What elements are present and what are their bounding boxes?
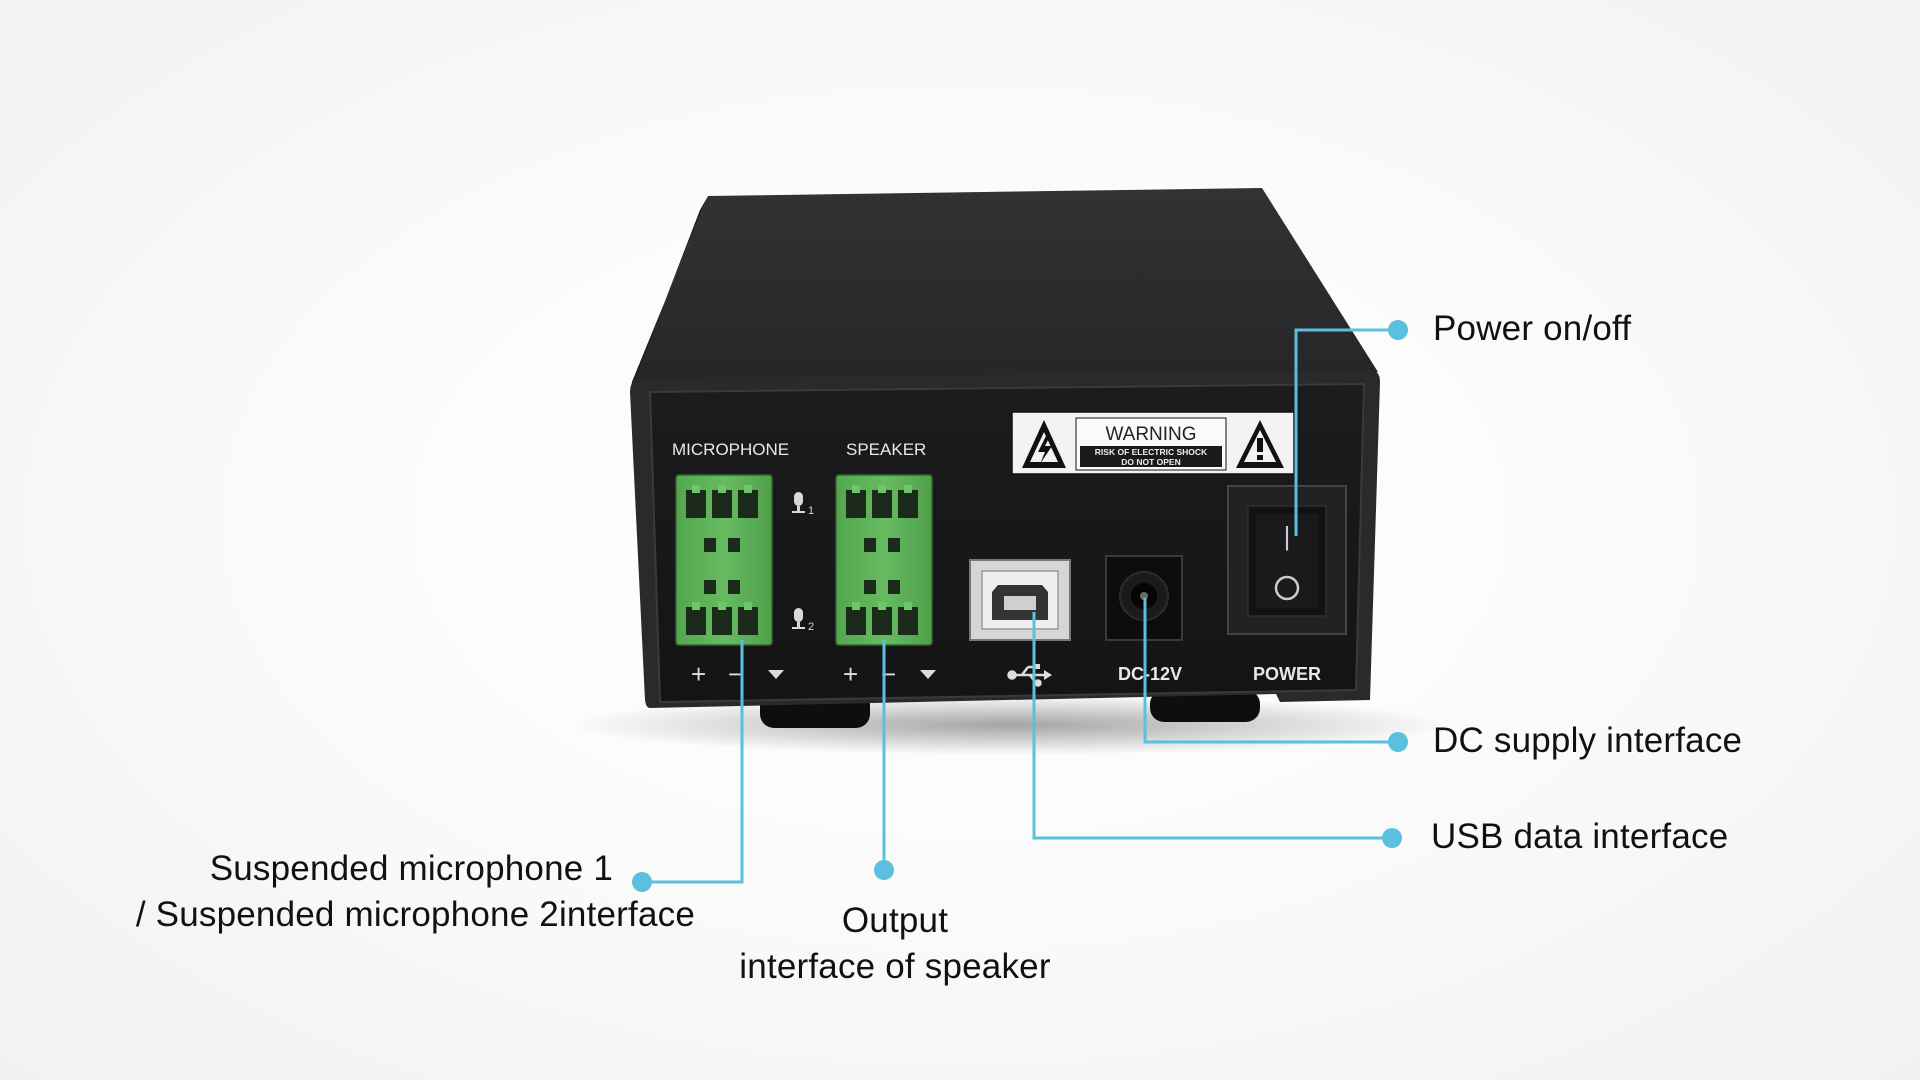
- callout-dot-dc: [1388, 732, 1408, 752]
- speaker-section-label: SPEAKER: [846, 440, 926, 459]
- callout-line-mic: [642, 640, 744, 884]
- callout-line-usb: [1032, 612, 1392, 840]
- callout-line-power: [1294, 328, 1398, 536]
- callout-dot-speaker: [874, 860, 894, 880]
- callout-dot-power: [1388, 320, 1408, 340]
- warning-title: WARNING: [1105, 424, 1196, 445]
- callout-label-mic: Suspended microphone 1 / Suspended micro…: [130, 846, 695, 938]
- callout-line-dc: [1143, 598, 1398, 744]
- callout-label-mic-line-2: / Suspended microphone 2interface: [135, 895, 695, 934]
- callout-label-dc: DC supply interface: [1433, 721, 1743, 760]
- mic-1-index: 1: [808, 505, 814, 517]
- callout-label-mic-line-1: Suspended microphone 1: [209, 849, 613, 888]
- mic-plus-mark: +: [691, 659, 706, 689]
- power-switch-on-mark: |: [1284, 521, 1291, 551]
- speaker-ground-icon: [920, 670, 936, 679]
- mic-minus-mark: −: [728, 659, 743, 689]
- microphone-section-label: MICROPHONE: [672, 440, 789, 459]
- mic-1-icon: [792, 492, 805, 513]
- mic-2-index: 2: [808, 621, 814, 633]
- power-switch-off-mark: [1274, 575, 1300, 601]
- warning-line-1: RISK OF ELECTRIC SHOCK: [1095, 447, 1208, 457]
- callout-dot-mic: [632, 872, 652, 892]
- usb-port[interactable]: [969, 559, 1071, 641]
- callout-label-speaker-line-2: interface of speaker: [739, 947, 1051, 986]
- mic-ground-icon: [768, 670, 784, 679]
- warning-line-2: DO NOT OPEN: [1121, 457, 1181, 467]
- callout-label-speaker: Output interface of speaker: [700, 898, 1090, 990]
- callout-dot-usb: [1382, 828, 1402, 848]
- microphone-terminal-block[interactable]: [675, 474, 773, 646]
- speaker-terminal-block[interactable]: [835, 474, 933, 646]
- callout-label-power: Power on/off: [1433, 309, 1632, 348]
- callout-label-speaker-line-1: Output: [841, 901, 949, 940]
- dc-label: DC-12V: [1118, 664, 1182, 684]
- housing-top: [632, 188, 1378, 382]
- mic-2-icon: [792, 608, 805, 629]
- power-switch[interactable]: [1227, 485, 1347, 635]
- speaker-plus-mark: +: [843, 659, 858, 689]
- power-label: POWER: [1253, 664, 1321, 684]
- callout-label-usb: USB data interface: [1431, 817, 1729, 856]
- right-foot: [1150, 690, 1260, 722]
